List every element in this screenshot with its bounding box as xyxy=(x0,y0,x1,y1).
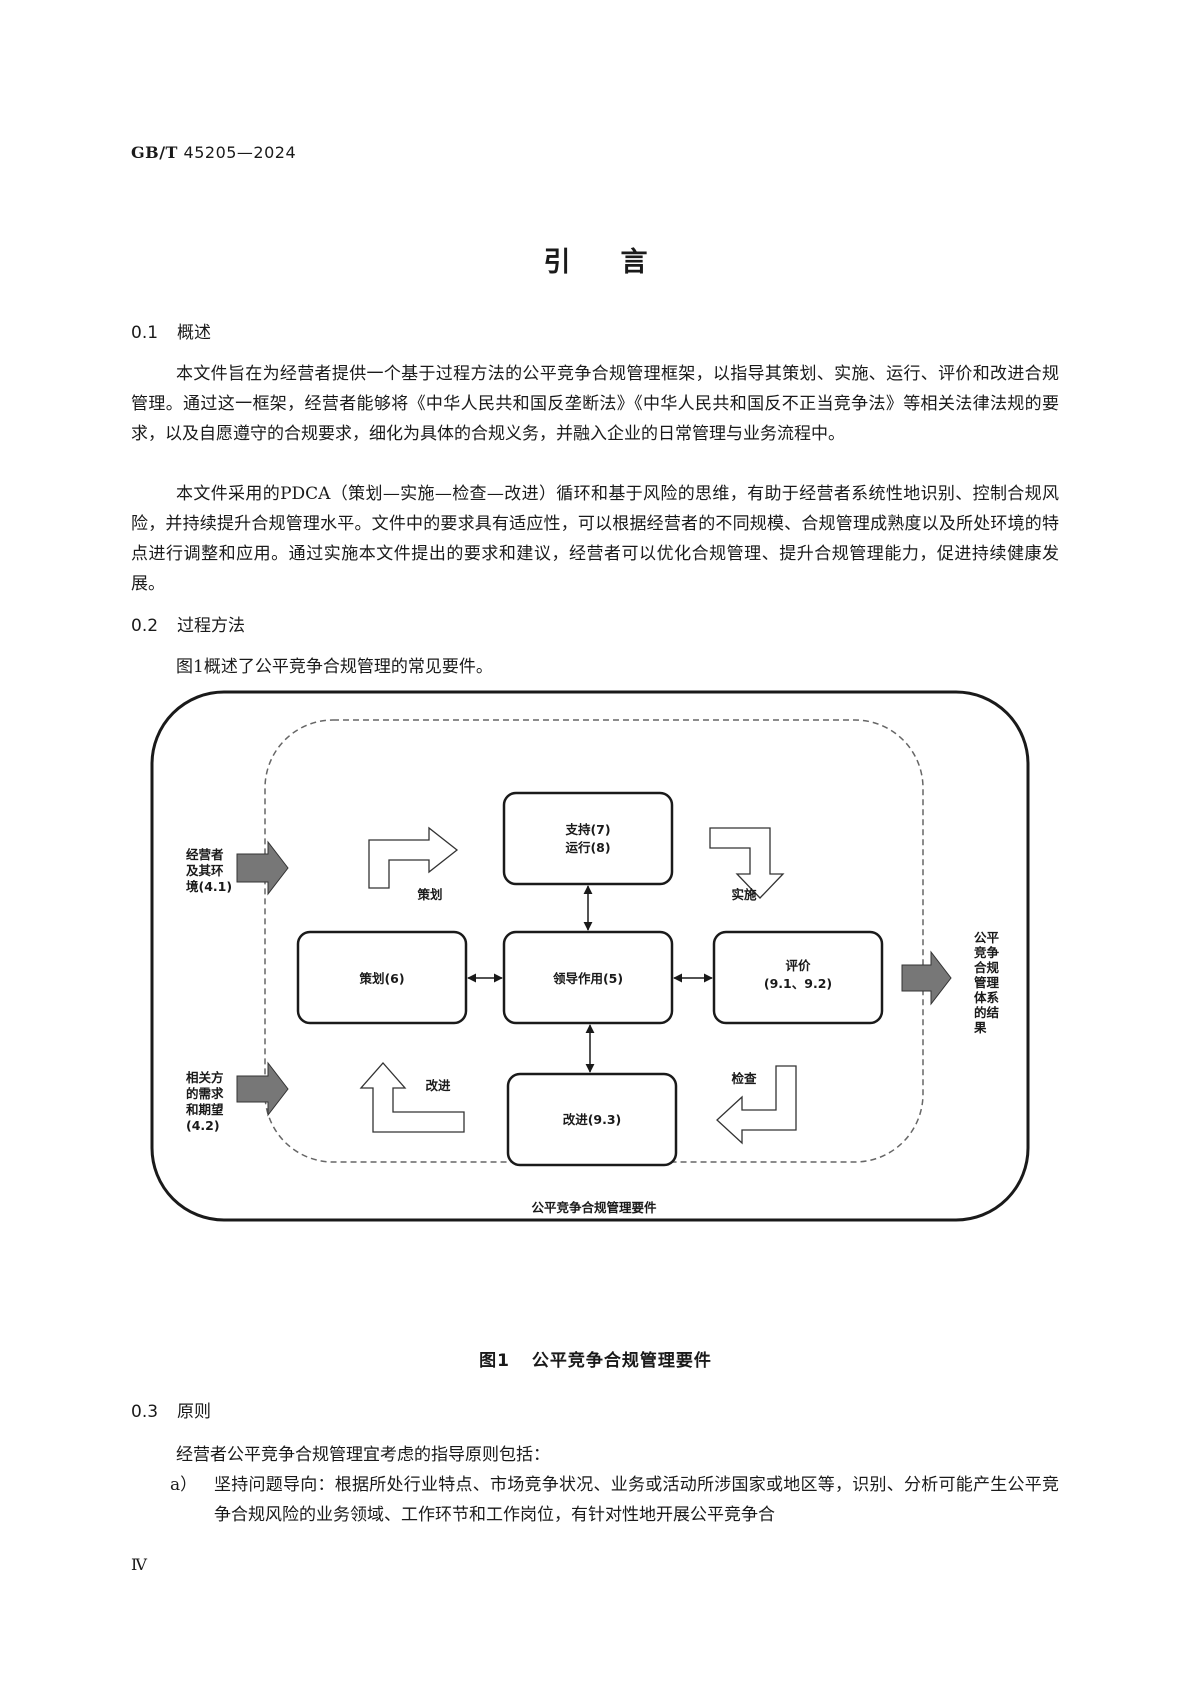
box-planning-label: 策划(6) xyxy=(359,971,404,986)
inner-frame-label: 公平竞争合规管理要件 xyxy=(531,1200,657,1215)
box-evaluation xyxy=(712,930,884,1025)
page-number: Ⅳ xyxy=(131,1555,147,1574)
outer-frame xyxy=(150,690,1030,1222)
output-arrow xyxy=(901,950,952,1006)
section-title: 原则 xyxy=(177,1402,211,1422)
section-title: 概述 xyxy=(177,323,211,343)
page-title: 引言 xyxy=(543,247,698,278)
arrow-plan-label: 策划 xyxy=(417,887,442,902)
output-line-4: 管理 xyxy=(974,975,1000,990)
box-improvement xyxy=(506,1072,678,1167)
paragraph-process-intro: 图1概述了公平竞争合规管理的常见要件。 xyxy=(176,657,493,677)
input-bottom-line-3: 和期望 xyxy=(185,1102,224,1117)
box-leadership xyxy=(502,930,674,1025)
input-bottom-line-1: 相关方 xyxy=(186,1070,224,1085)
section-number: 0.3 xyxy=(131,1402,159,1422)
arrow-do xyxy=(709,827,785,899)
box-evaluation-line-1: 评价 xyxy=(785,958,811,973)
list-item: a） 坚持问题导向：根据所处行业特点、市场竞争状况、业务或活动所涉国家或地区等，… xyxy=(170,1470,1059,1530)
standard-number: 45205—2024 xyxy=(177,143,297,162)
section-heading-0-1: 0.1 概述 xyxy=(131,318,211,343)
paragraph-overview-1: 本文件旨在为经营者提供一个基于过程方法的公平竞争合规管理框架，以指导其策划、实施… xyxy=(131,364,1059,444)
paragraph-principles-intro: 经营者公平竞争合规管理宜考虑的指导原则包括： xyxy=(176,1445,550,1465)
standard-code: GB/T 45205—2024 xyxy=(131,143,296,162)
box-evaluation-line-2: (9.1、9.2) xyxy=(764,976,832,991)
box-support-line-2: 运行(8) xyxy=(565,840,610,855)
input-arrow-bottom xyxy=(236,1061,289,1117)
output-line-3: 合规 xyxy=(974,960,1000,975)
figure-caption-title: 公平竞争合规管理要件 xyxy=(531,1351,712,1371)
input-bottom-line-2: 的需求 xyxy=(186,1086,224,1101)
arrow-do-label: 实施 xyxy=(731,887,757,902)
input-arrow-top xyxy=(236,840,289,896)
output-line-6: 的结 xyxy=(974,1005,1000,1020)
box-leadership-label: 领导作用(5) xyxy=(553,971,623,986)
input-top-line-1: 经营者 xyxy=(186,847,224,862)
figure-caption: 图1 公平竞争合规管理要件 xyxy=(0,1346,1191,1371)
input-bottom-line-4: (4.2) xyxy=(186,1118,220,1133)
arrow-check xyxy=(716,1065,797,1145)
box-support-line-1: 支持(7) xyxy=(564,822,610,837)
input-top-line-2: 及其环 xyxy=(186,863,224,878)
arrow-plan xyxy=(368,826,459,889)
output-line-7: 果 xyxy=(973,1020,987,1035)
arrow-act xyxy=(359,1062,465,1133)
box-planning xyxy=(296,930,468,1025)
arrow-act-label: 改进 xyxy=(425,1078,451,1093)
box-improvement-label: 改进(9.3) xyxy=(563,1112,622,1127)
output-line-1: 公平 xyxy=(974,930,1000,945)
standard-prefix: GB/T xyxy=(131,143,178,162)
section-title: 过程方法 xyxy=(177,616,245,636)
section-heading-0-3: 0.3 原则 xyxy=(131,1397,211,1422)
figure-caption-number: 图1 xyxy=(479,1351,510,1371)
section-number: 0.1 xyxy=(131,323,159,343)
paragraph-overview-2: 本文件采用的PDCA（策划—实施—检查—改进）循环和基于风险的思维，有助于经营者… xyxy=(131,484,1059,594)
box-support-operation xyxy=(502,791,674,886)
output-line-2: 竞争 xyxy=(974,945,1000,960)
arrow-check-label: 检查 xyxy=(731,1071,757,1086)
input-top-line-3: 境(4.1) xyxy=(186,879,232,894)
section-heading-0-2: 0.2 过程方法 xyxy=(131,611,245,636)
section-number: 0.2 xyxy=(131,616,159,636)
output-line-5: 体系 xyxy=(974,990,1000,1005)
list-item-marker: a） xyxy=(170,1475,198,1495)
list-item-text: 坚持问题导向：根据所处行业特点、市场竞争状况、业务或活动所涉国家或地区等，识别、… xyxy=(214,1475,1059,1525)
